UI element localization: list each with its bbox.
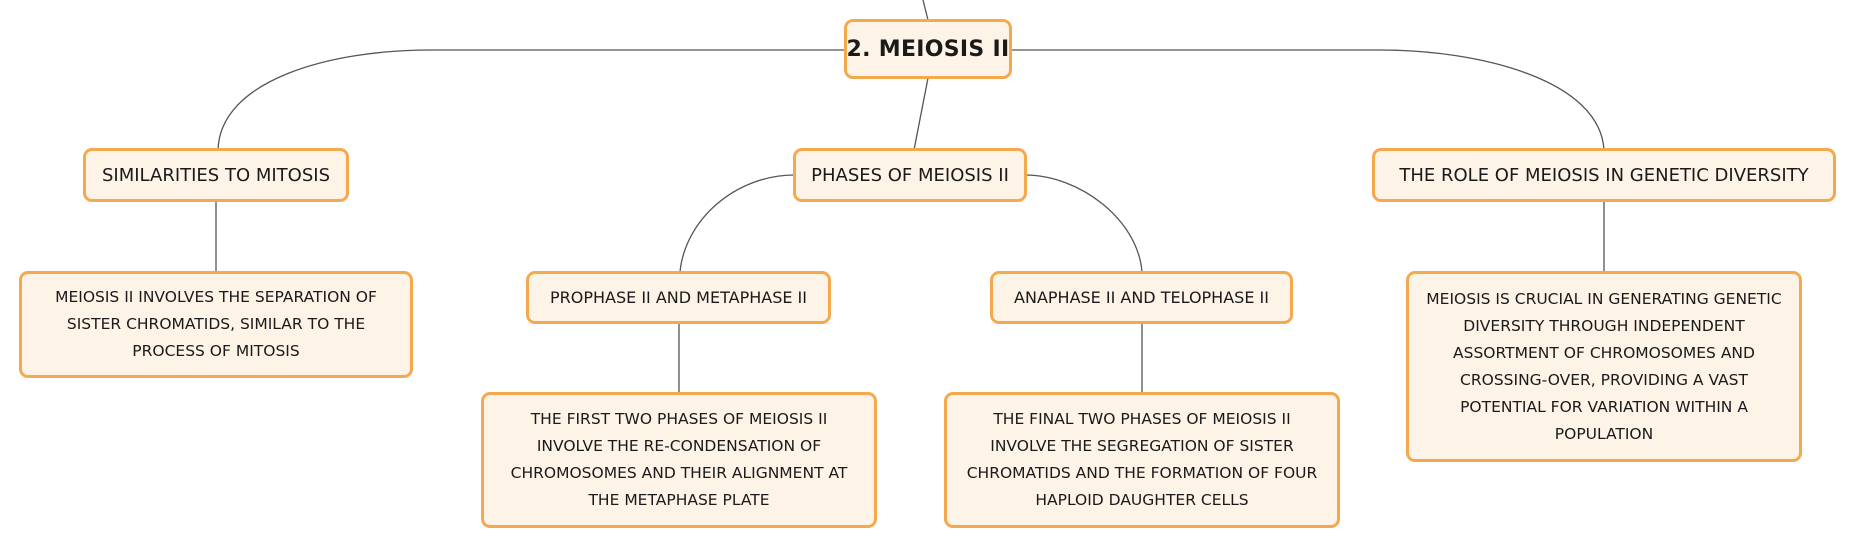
node-similarities-to-mitosis[interactable]: SIMILARITIES TO MITOSIS <box>83 148 349 202</box>
detail-genetic-diversity[interactable]: MEIOSIS IS CRUCIAL IN GENERATING GENETIC… <box>1406 271 1802 462</box>
root-node-label: 2. MEIOSIS II <box>846 36 1010 62</box>
node-phases-of-meiosis-ii[interactable]: PHASES OF MEIOSIS II <box>793 148 1027 202</box>
connector-root-to-genetic-diversity <box>1010 49 1605 151</box>
detail-text: MEIOSIS II INVOLVES THE SEPARATION OF SI… <box>55 288 377 360</box>
node-label: SIMILARITIES TO MITOSIS <box>101 164 330 186</box>
detail-text: THE FINAL TWO PHASES OF MEIOSIS II INVOL… <box>966 410 1318 509</box>
node-anaphase-ii-and-telophase-ii[interactable]: ANAPHASE II AND TELOPHASE II <box>990 271 1293 324</box>
detail-text: MEIOSIS IS CRUCIAL IN GENERATING GENETIC… <box>1426 289 1782 443</box>
connector-root-to-similarities <box>217 49 845 151</box>
connector-phases-to-anaphase <box>1024 174 1143 273</box>
node-label: PHASES OF MEIOSIS II <box>811 164 1009 186</box>
node-label: PROPHASE II AND METAPHASE II <box>550 288 807 307</box>
connector-parent-to-root <box>922 0 929 21</box>
node-role-of-meiosis-in-genetic-diversity[interactable]: THE ROLE OF MEIOSIS IN GENETIC DIVERSITY <box>1372 148 1836 202</box>
detail-prophase-ii-and-metaphase-ii[interactable]: THE FIRST TWO PHASES OF MEIOSIS II INVOL… <box>481 392 877 528</box>
root-node-meiosis-ii[interactable]: 2. MEIOSIS II <box>844 19 1012 79</box>
connector-phases-to-prophase <box>679 174 796 273</box>
detail-similarities-to-mitosis[interactable]: MEIOSIS II INVOLVES THE SEPARATION OF SI… <box>19 271 413 378</box>
node-prophase-ii-and-metaphase-ii[interactable]: PROPHASE II AND METAPHASE II <box>526 271 831 324</box>
detail-text: THE FIRST TWO PHASES OF MEIOSIS II INVOL… <box>510 410 848 509</box>
node-label: ANAPHASE II AND TELOPHASE II <box>1014 288 1269 307</box>
node-label: THE ROLE OF MEIOSIS IN GENETIC DIVERSITY <box>1399 164 1809 186</box>
connector-root-to-phases <box>913 77 929 151</box>
detail-anaphase-ii-and-telophase-ii[interactable]: THE FINAL TWO PHASES OF MEIOSIS II INVOL… <box>944 392 1340 528</box>
